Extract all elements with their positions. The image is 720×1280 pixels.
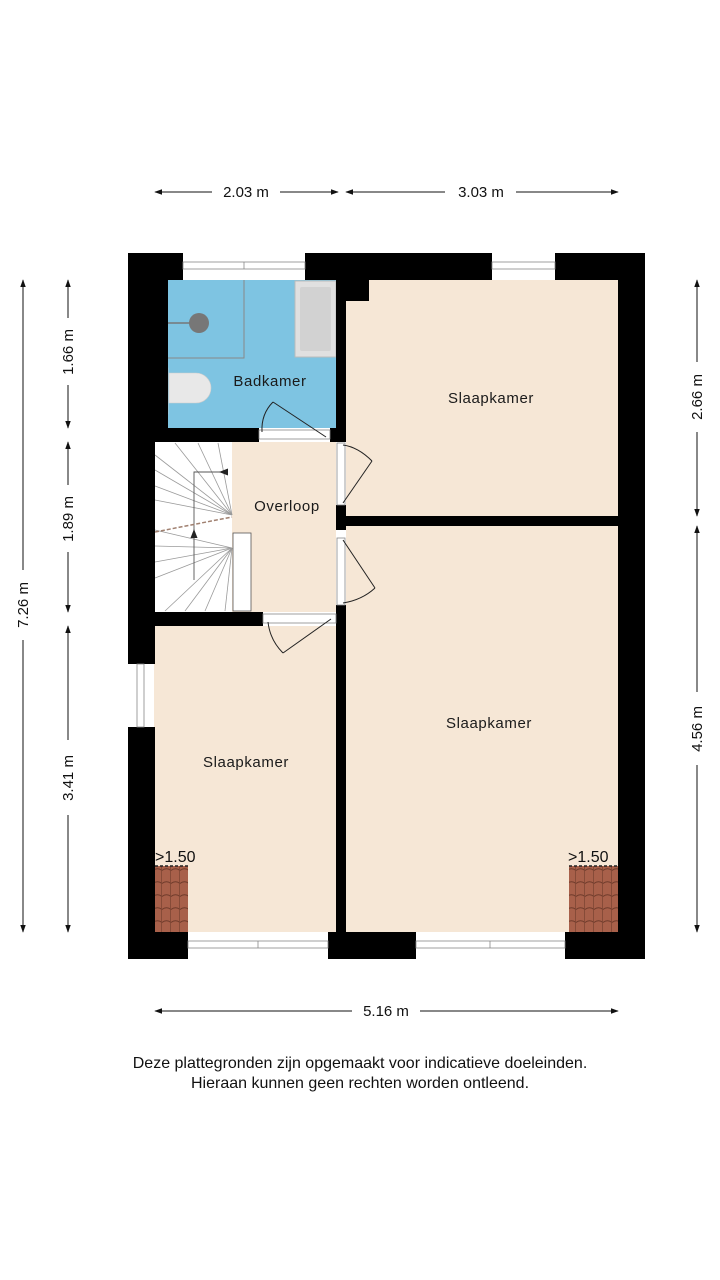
window-bedroom-right-bottom	[415, 940, 566, 949]
roof-slope-left	[155, 866, 188, 932]
height-marker-left: >1.50	[155, 849, 196, 866]
room-label-bathroom: Badkamer	[233, 373, 306, 390]
roof-slope-areas: >1.50 >1.50	[155, 849, 618, 932]
room-label-bedroom-bottom-right: Slaapkamer	[446, 715, 532, 732]
height-marker-right: >1.50	[568, 849, 609, 866]
stair-railing	[232, 532, 252, 612]
door-bedroom-left[interactable]	[262, 613, 337, 654]
doors	[258, 401, 376, 654]
shower-enclosure	[168, 280, 245, 359]
dimension-label-left-total: 7.26 m	[15, 582, 32, 628]
shower-drain-icon	[189, 313, 209, 333]
dimension-label-bottom: 5.16 m	[363, 1003, 409, 1020]
dimension-label-right-1: 2.66 m	[689, 374, 706, 420]
room-label-landing: Overloop	[254, 498, 320, 515]
roof-slope-right	[569, 866, 618, 932]
room-floors	[154, 280, 618, 932]
room-label-bedroom-left: Slaapkamer	[203, 754, 289, 771]
dimension-label-top-left: 2.03 m	[223, 184, 269, 201]
toilet-bowl	[168, 372, 212, 404]
window-bedroom-top	[491, 261, 556, 270]
door-bedroom-top-right[interactable]	[336, 442, 373, 506]
walls	[128, 253, 645, 959]
staircase-floor	[154, 442, 232, 612]
staircase	[154, 442, 233, 612]
stair-direction-arrow-icon	[190, 529, 198, 538]
room-label-bedroom-top-right: Slaapkamer	[448, 390, 534, 407]
stair-direction-arrow-icon	[219, 468, 228, 476]
disclaimer-line-2: Hieraan kunnen geen rechten worden ontle…	[190, 1075, 530, 1092]
bedroom-bottom-right-floor	[346, 526, 618, 932]
dimension-label-top-right: 3.03 m	[458, 184, 504, 201]
dimension-label-left-3: 3.41 m	[60, 755, 77, 801]
dimension-label-left-1: 1.66 m	[60, 329, 77, 375]
window-bedroom-left-side	[136, 663, 145, 728]
door-bathroom[interactable]	[258, 401, 331, 440]
disclaimer: Deze plattegronden zijn opgemaakt voor i…	[0, 1054, 720, 1094]
dimension-label-right-2: 4.56 m	[689, 706, 706, 752]
door-bedroom-bottom-right[interactable]	[336, 537, 376, 606]
disclaimer-line-1: Deze plattegronden zijn opgemaakt voor i…	[132, 1055, 588, 1072]
bedroom-top-right-floor	[346, 280, 618, 516]
windows	[136, 261, 566, 949]
dimension-label-left-2: 1.89 m	[60, 496, 77, 542]
